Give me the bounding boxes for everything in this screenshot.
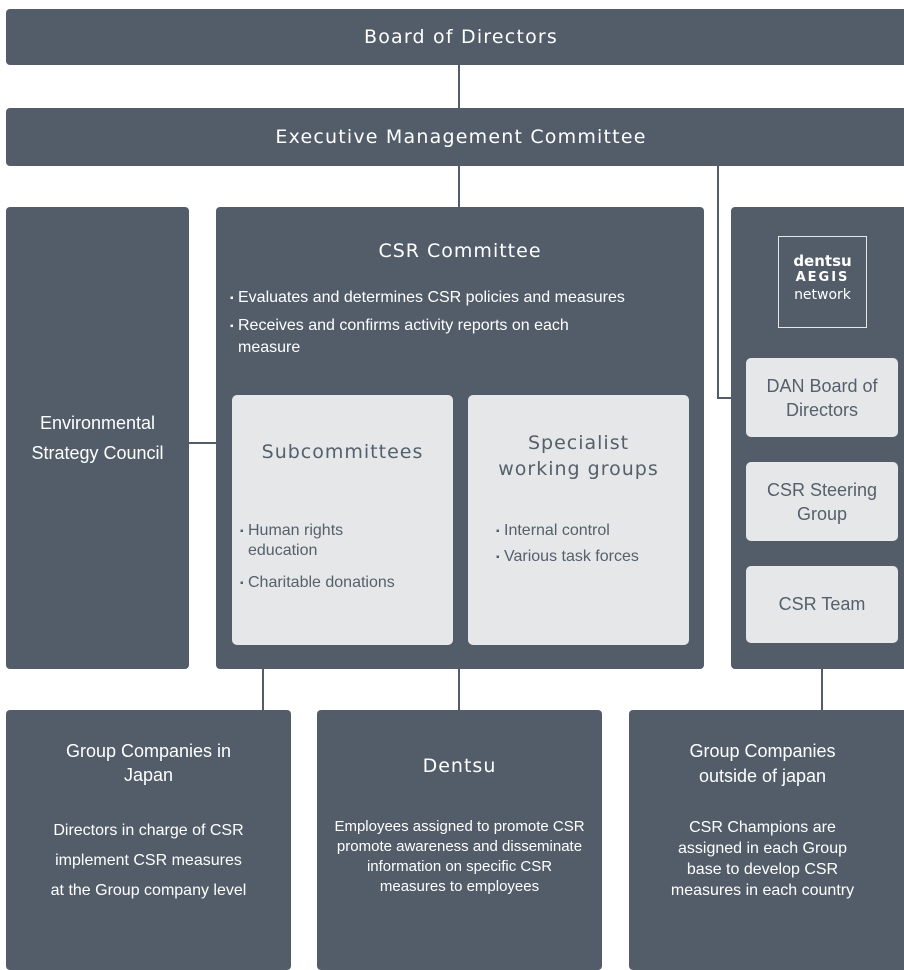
- logo-line-aegis: AEGIS: [795, 270, 850, 285]
- csr-committee-title: CSR Committee: [378, 240, 542, 262]
- csr-committee-bullet: Evaluates and determines CSR policies an…: [230, 287, 702, 310]
- specialist-group-item: Various task forces: [496, 547, 688, 568]
- specialist-groups-title: Specialist working groups: [498, 432, 659, 480]
- environmental-council-label: Environmental Strategy Council: [31, 413, 164, 463]
- dentsu-description: Employees assigned to promote CSR promot…: [334, 818, 585, 895]
- subcommittees-box: Subcommittees Human rights education Cha…: [232, 395, 453, 645]
- executive-committee-label: Executive Management Committee: [275, 126, 647, 148]
- connector-board-executive: [458, 64, 460, 108]
- group-japan-desc-line: implement CSR measures: [55, 852, 242, 869]
- executive-committee-box: Executive Management Committee: [6, 108, 904, 166]
- group-japan-box: Group Companies in Japan Directors in ch…: [6, 710, 291, 970]
- csr-committee-bullet: Receives and confirms activity reports o…: [230, 315, 608, 359]
- dan-board-label: DAN Board of Directors: [766, 375, 878, 420]
- connector-executive-dan-vertical: [717, 165, 719, 398]
- board-of-directors-box: Board of Directors: [6, 9, 904, 65]
- board-of-directors-label: Board of Directors: [363, 26, 559, 48]
- dentsu-title: Dentsu: [422, 755, 497, 777]
- logo-line-network: network: [794, 287, 851, 303]
- subcommittees-bullets: Human rights education Charitable donati…: [240, 521, 442, 594]
- subcommittees-title: Subcommittees: [261, 441, 424, 463]
- connector-csr-dentsu: [458, 668, 460, 711]
- csr-team-box: CSR Team: [746, 566, 898, 643]
- csr-steering-group-label: CSR Steering Group: [766, 479, 878, 524]
- dentsu-aegis-logo: dentsu AEGIS network: [778, 236, 867, 328]
- csr-team-label: CSR Team: [778, 594, 866, 614]
- subcommittee-item: Human rights education: [240, 521, 368, 561]
- group-outside-description: CSR Champions are assigned in each Group…: [670, 819, 855, 899]
- connector-dan-group-outside: [821, 668, 823, 711]
- dan-box: dentsu AEGIS network DAN Board of Direct…: [731, 207, 904, 669]
- specialist-groups-box: Specialist working groups Internal contr…: [468, 395, 689, 645]
- group-japan-desc-line: at the Group company level: [50, 882, 247, 899]
- group-japan-desc-line: Directors in charge of CSR: [53, 822, 244, 839]
- connector-csr-group-japan: [262, 668, 264, 711]
- group-outside-box: Group Companies outside of japan CSR Cha…: [629, 710, 904, 970]
- group-japan-description: Directors in charge of CSR implement CSR…: [6, 816, 291, 906]
- group-outside-title: Group Companies outside of japan: [689, 741, 836, 786]
- logo-line-dentsu: dentsu: [793, 252, 852, 270]
- specialist-groups-bullets: Internal control Various task forces: [496, 521, 688, 568]
- csr-steering-group-box: CSR Steering Group: [746, 462, 898, 541]
- dan-board-box: DAN Board of Directors: [746, 358, 898, 437]
- csr-committee-box: CSR Committee Evaluates and determines C…: [216, 207, 704, 669]
- connector-environmental-csr: [189, 442, 216, 444]
- environmental-council-box: Environmental Strategy Council: [6, 207, 189, 669]
- subcommittee-item: Charitable donations: [240, 573, 442, 594]
- csr-committee-bullets: Evaluates and determines CSR policies an…: [230, 287, 702, 359]
- group-japan-title: Group Companies in Japan: [65, 741, 232, 785]
- specialist-group-item: Internal control: [496, 521, 688, 542]
- dentsu-box: Dentsu Employees assigned to promote CSR…: [317, 710, 602, 970]
- connector-executive-csr: [458, 165, 460, 208]
